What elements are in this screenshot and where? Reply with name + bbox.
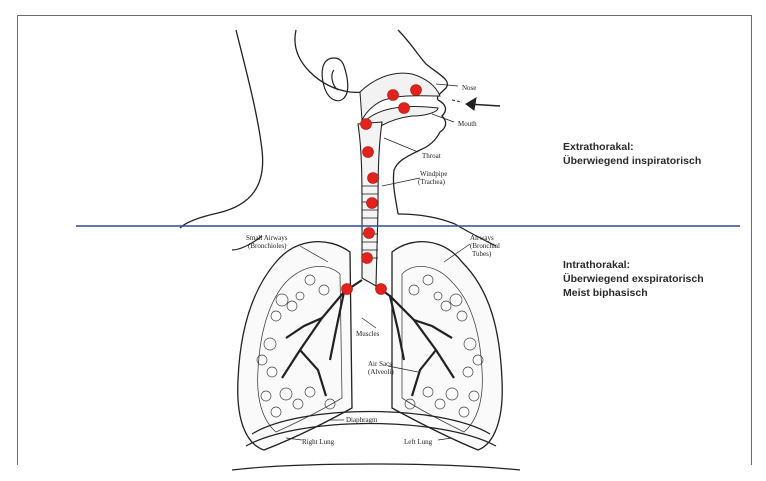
marker-dot bbox=[364, 228, 375, 239]
label-windpipe: Windpipe bbox=[420, 170, 447, 178]
label-bronchial: (Bronchial bbox=[470, 242, 500, 250]
marker-dot bbox=[399, 103, 410, 114]
intrathoracic-note: Intrathorakal: Überwiegend exspiratorisc… bbox=[563, 258, 704, 300]
marker-dot bbox=[361, 119, 372, 130]
label-diaphragm: Diaphragm bbox=[346, 416, 378, 424]
label-air-sacs: Air Sacs bbox=[368, 360, 392, 368]
marker-dot bbox=[362, 253, 373, 264]
label-mouth: Mouth bbox=[458, 120, 477, 128]
label-left-lung: Left Lung bbox=[404, 438, 433, 446]
label-muscles: Muscles bbox=[356, 330, 380, 338]
label-nose: Nose bbox=[462, 84, 476, 92]
intrathoracic-description-2: Meist biphasisch bbox=[563, 286, 704, 300]
ear-outline bbox=[322, 58, 348, 101]
extrathoracic-note: Extrathorakal: Überwiegend inspiratorisc… bbox=[563, 140, 701, 168]
extrathoracic-description: Überwiegend inspiratorisch bbox=[563, 154, 701, 168]
marker-dot bbox=[367, 198, 378, 209]
label-airways: Airways bbox=[470, 234, 494, 242]
label-right-lung: Right Lung bbox=[302, 438, 335, 446]
airflow-arrow-icon bbox=[452, 98, 500, 110]
label-trachea: (Trachea) bbox=[418, 178, 446, 186]
marker-dot bbox=[342, 284, 353, 295]
label-throat: Throat bbox=[422, 152, 441, 160]
label-small-airways: Small Airways bbox=[246, 234, 288, 242]
head-outline bbox=[180, 30, 455, 228]
intrathoracic-description: Überwiegend exspiratorisch bbox=[563, 272, 704, 286]
label-bronchioles: (Bronchioles) bbox=[248, 242, 287, 250]
marker-dot bbox=[411, 85, 422, 96]
marker-dot bbox=[376, 284, 387, 295]
label-tubes: Tubes) bbox=[472, 250, 492, 258]
label-alveoli: (Alveoli) bbox=[368, 368, 394, 376]
marker-dot bbox=[363, 147, 374, 158]
marker-dot bbox=[368, 173, 379, 184]
marker-dot bbox=[388, 90, 399, 101]
extrathoracic-heading: Extrathorakal: bbox=[563, 140, 701, 154]
intrathoracic-heading: Intrathorakal: bbox=[563, 258, 704, 272]
